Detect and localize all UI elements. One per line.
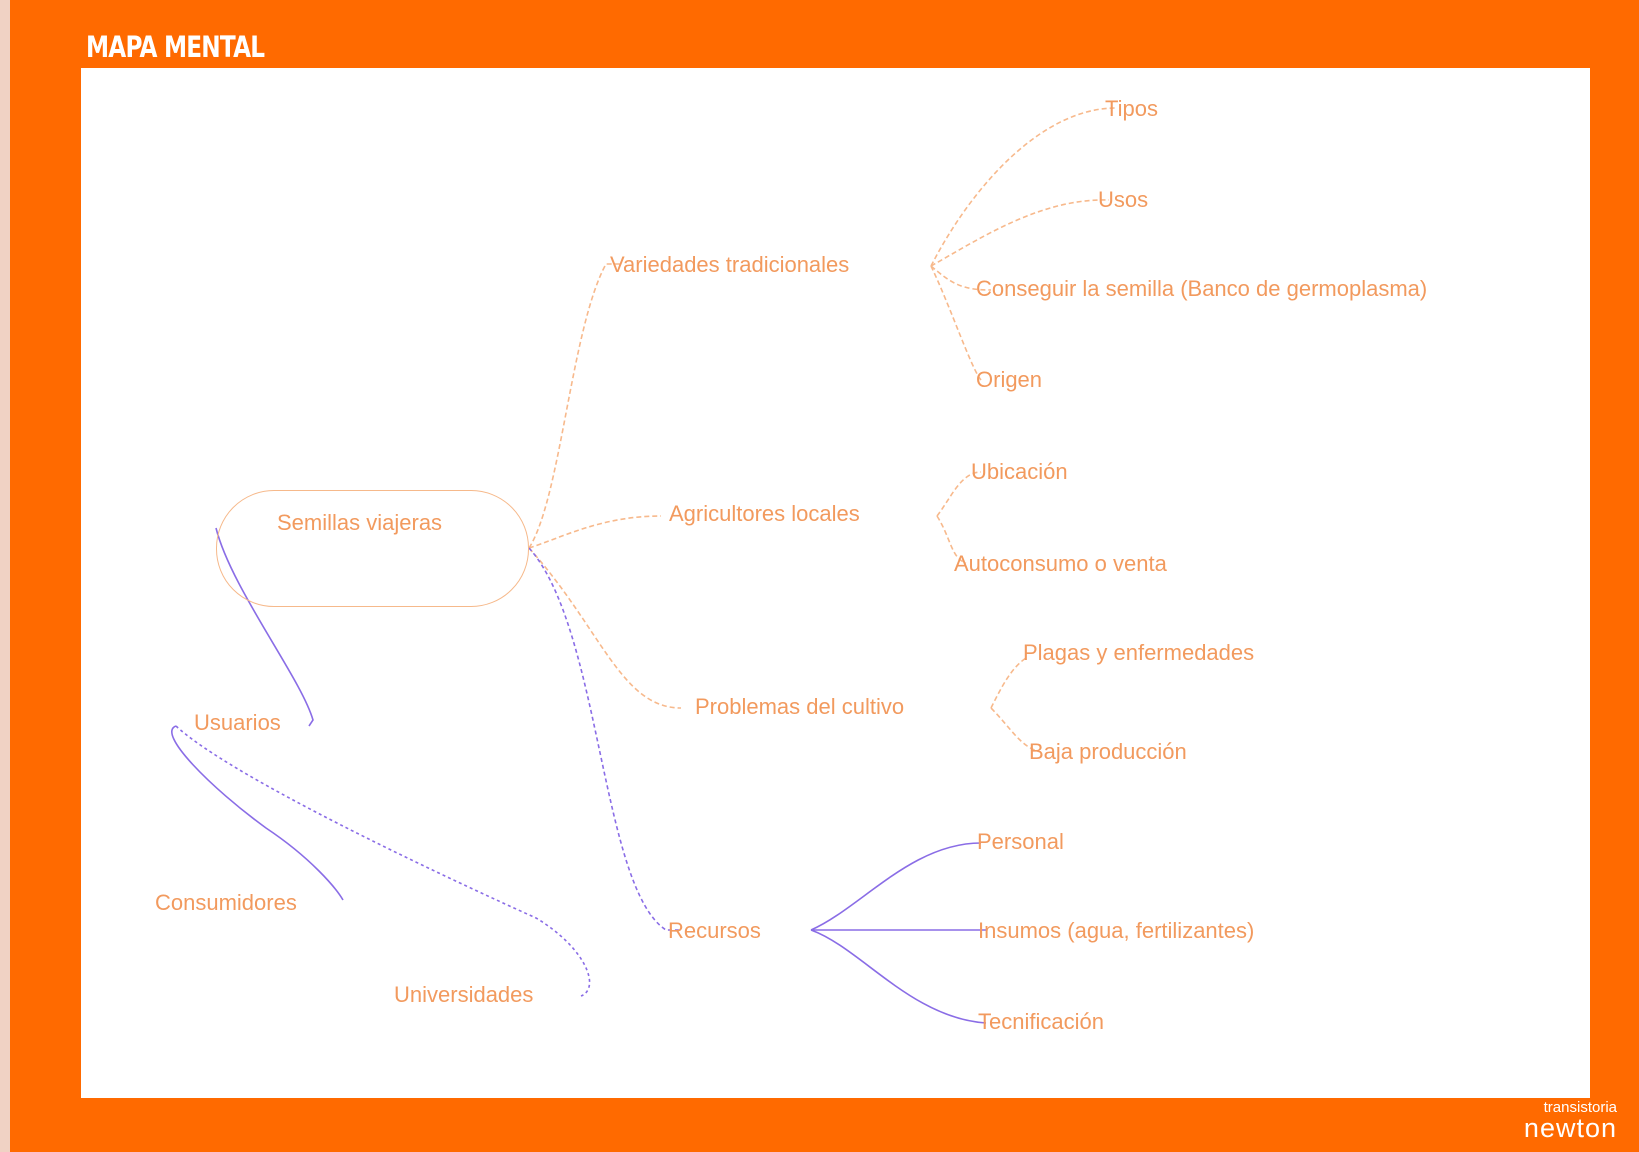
brand-line-1: transistoria [1543,1099,1617,1116]
brand-line-2: newton [1523,1113,1617,1143]
leaf-tipos: Tipos [1105,96,1158,121]
leaf-insumos: Insumos (agua, fertilizantes) [978,918,1255,943]
leaf-baja: Baja producción [1029,739,1187,764]
link-root-problemas [528,547,682,709]
leaf-plagas: Plagas y enfermedades [1023,640,1255,665]
leaf-tecnificacion: Tecnificación [978,1009,1104,1034]
leaf-conseguir: Conseguir la semilla (Banco de germoplas… [976,276,1428,301]
branch-agricultores: Agricultores locales [669,501,860,526]
link-usuarios-universidades [175,725,591,997]
link-variedades-origen [930,265,982,381]
slide-frame: MAPA MENTAL [10,0,1639,1152]
link-variedades-tipos [930,107,1117,267]
mind-map-canvas: Semillas viajeras Variedades tradicional… [81,68,1590,1098]
mind-map-links [171,107,1117,1024]
branch-usuarios: Usuarios [194,710,281,735]
leaf-consumidores: Consumidores [155,890,297,915]
link-usuarios-consumidores [171,725,344,901]
link-variedades-usos [930,199,1110,267]
link-recursos-personal [810,842,982,931]
leaf-autoconsumo: Autoconsumo o venta [954,551,1167,576]
brand-logo: transistoria newton [1524,1100,1617,1142]
root-node-label: Semillas viajeras [277,510,443,535]
link-recursos-tecnificacion [810,929,987,1024]
link-root-variedades [528,263,621,549]
link-variedades-conseguir [930,265,992,291]
leaf-origen: Origen [976,367,1043,392]
link-root-agricultores [528,515,662,549]
branch-recursos: Recursos [668,918,761,943]
leaf-ubicacion: Ubicación [971,459,1068,484]
root-node-border [216,490,529,607]
leaf-usos: Usos [1098,187,1149,212]
link-problemas-plagas [990,657,1027,709]
leaf-personal: Personal [977,829,1064,854]
link-agricultores-autoconsumo [936,515,967,564]
link-root-recursos [528,547,681,931]
link-agricultores-ubicacion [936,471,982,517]
leaf-universidades: Universidades [394,982,534,1007]
branch-variedades: Variedades tradicionales [610,252,850,277]
branch-problemas: Problemas del cultivo [695,694,905,719]
page-title: MAPA MENTAL [86,30,265,64]
